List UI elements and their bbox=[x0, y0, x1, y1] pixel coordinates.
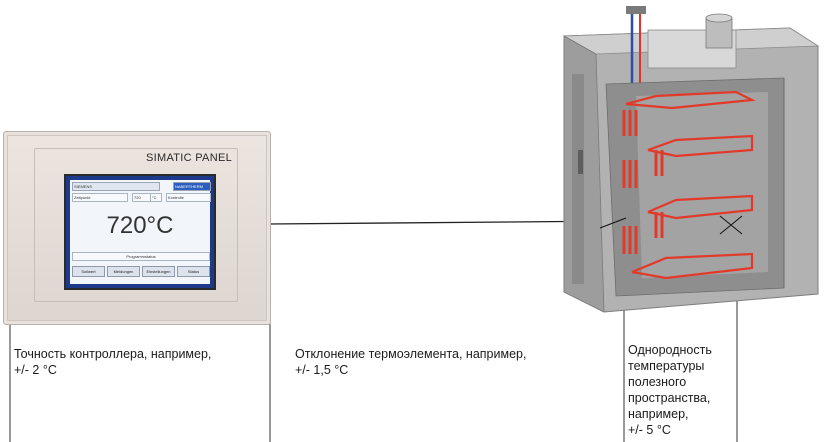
panel-screen: SIEMENS NABERTHERM Zeitpunkt 720 °C Kont… bbox=[64, 174, 216, 290]
thermocouple-head bbox=[626, 6, 646, 14]
screen-row-field-left[interactable]: Zeitpunkt bbox=[72, 193, 128, 202]
furnace-illustration bbox=[562, 6, 820, 313]
screen-body: SIEMENS NABERTHERM Zeitpunkt 720 °C Kont… bbox=[70, 180, 211, 284]
program-status-bar[interactable]: Programmstatus bbox=[72, 252, 210, 261]
uniformity-cross-b bbox=[719, 215, 743, 235]
panel-brand-label: SIMATIC PANEL bbox=[145, 152, 232, 164]
uniformity-line-5: например, bbox=[628, 407, 689, 421]
thermocouple-deviation-line-2: +/- 1,5 °C bbox=[295, 363, 349, 377]
controller-accuracy-line-2: +/- 2 °C bbox=[14, 363, 57, 377]
side-heater-elements bbox=[622, 110, 664, 254]
furnace-door-edge bbox=[572, 74, 584, 284]
temperature-readout: 720°C bbox=[106, 212, 174, 239]
heater-coil-middle bbox=[647, 194, 754, 220]
thermocouple-deviation-label: Отклонение термоэлемента, например, +/- … bbox=[295, 346, 595, 378]
heater-coil-upper bbox=[647, 134, 754, 158]
uniformity-line-3: полезного bbox=[628, 375, 687, 389]
heater-coil-top bbox=[625, 90, 756, 110]
screen-button-setpoint[interactable]: Sollwert bbox=[72, 266, 105, 277]
uniformity-line-1: Однородность bbox=[628, 343, 712, 357]
fan-motor-icon bbox=[705, 17, 733, 49]
screen-row-field-unit: °C bbox=[150, 193, 162, 202]
heater-coils bbox=[625, 90, 756, 280]
temperature-uniformity-label: Однородность температуры полезного прост… bbox=[628, 342, 748, 438]
chamber-back-wall bbox=[636, 92, 768, 278]
controller-accuracy-line-1: Точность контроллера, например, bbox=[14, 347, 212, 361]
controller-accuracy-label: Точность контроллера, например, +/- 2 °C bbox=[14, 346, 264, 378]
screen-header-logo: NABERTHERM bbox=[173, 182, 211, 191]
uniformity-line-2: температуры bbox=[628, 359, 705, 373]
thermocouple-deviation-line-1: Отклонение термоэлемента, например, bbox=[295, 347, 527, 361]
screen-button-settings[interactable]: Einstellungen bbox=[142, 266, 175, 277]
furnace-door-handle-icon bbox=[578, 150, 583, 174]
uniformity-line-6: +/- 5 °C bbox=[628, 423, 671, 437]
panel-bezel bbox=[34, 148, 238, 302]
thermocouple-tip-mark bbox=[599, 217, 627, 229]
uniformity-line-4: пространства, bbox=[628, 391, 711, 405]
simatic-panel: SIMATIC PANEL SIEMENS NABERTHERM Zeitpun… bbox=[3, 131, 271, 325]
fan-motor-cap bbox=[705, 13, 733, 23]
screen-row-field-value[interactable]: 720 bbox=[132, 193, 152, 202]
screen-button-messages[interactable]: Meldungen bbox=[107, 266, 140, 277]
screen-row-field-right[interactable]: Kontrolle bbox=[166, 193, 211, 202]
screen-header-left: SIEMENS bbox=[72, 182, 160, 191]
screen-button-status[interactable]: Status bbox=[177, 266, 210, 277]
heater-coil-lower bbox=[631, 252, 754, 280]
